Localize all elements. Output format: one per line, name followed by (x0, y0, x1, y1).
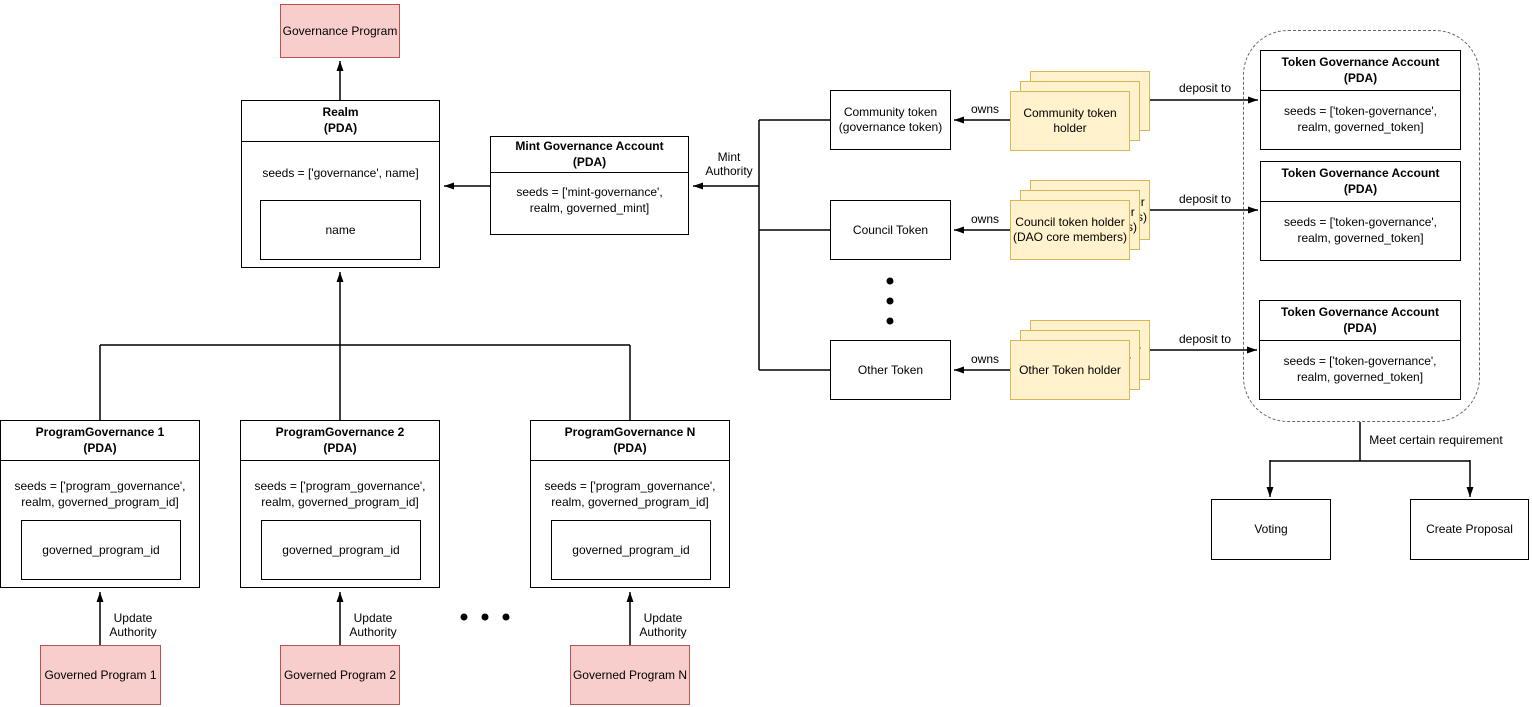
token-governance-seeds: seeds = ['token-governance', realm, gove… (1283, 354, 1437, 384)
ellipsis-dot (886, 317, 894, 325)
token-governance-title: Token Governance Account (PDA) (1261, 162, 1460, 202)
other-holder-stack: Other Token holder Other Token holder Ot… (1010, 320, 1151, 401)
governed-program-node-n: Governed Program N (570, 645, 690, 705)
owns-label-2: owns (970, 212, 999, 226)
meet-requirement-label: Meet certain requirement (1369, 433, 1503, 447)
governed-program-node-2: Governed Program 2 (280, 645, 400, 705)
program-governance-title: ProgramGovernance 2 (PDA) (241, 421, 439, 461)
governed-program-id-field: governed_program_id (551, 520, 711, 580)
program-governance-seeds: seeds = ['program_governance', realm, go… (544, 479, 716, 509)
program-governance-seeds: seeds = ['program_governance', realm, go… (254, 479, 426, 509)
ellipsis-dot (460, 613, 468, 621)
council-holder-stack: Council token holder (DAO core members) … (1010, 180, 1151, 261)
ellipsis-dot (502, 613, 510, 621)
program-governance-node-1: ProgramGovernance 1 (PDA) seeds = ['prog… (0, 420, 200, 588)
token-governance-group (1243, 30, 1480, 422)
token-governance-title: Token Governance Account (PDA) (1261, 51, 1460, 91)
program-governance-node-2: ProgramGovernance 2 (PDA) seeds = ['prog… (240, 420, 440, 588)
mint-governance-title: Mint Governance Account (PDA) (491, 137, 688, 173)
governance-program-node: Governance Program (280, 4, 400, 58)
update-authority-label-n: Update Authority (639, 611, 687, 640)
token-governance-title: Token Governance Account (PDA) (1260, 301, 1460, 341)
realm-seeds: seeds = ['governance', name] (262, 166, 419, 180)
council-token-node: Council Token (830, 200, 951, 260)
mint-governance-node: Mint Governance Account (PDA) seeds = ['… (490, 136, 689, 235)
deposit-to-label-1: deposit to (1178, 81, 1232, 95)
token-governance-seeds: seeds = ['token-governance', realm, gove… (1283, 104, 1437, 134)
update-authority-label-2: Update Authority (349, 611, 397, 640)
deposit-to-label-3: deposit to (1178, 332, 1232, 346)
voting-node: Voting (1211, 499, 1331, 560)
token-governance-seeds: seeds = ['token-governance', realm, gove… (1283, 215, 1437, 245)
community-holder-card-front: Community token holder (1010, 91, 1130, 151)
program-governance-title: ProgramGovernance N (PDA) (531, 421, 729, 461)
realm-title: Realm (PDA) (242, 101, 439, 142)
community-holder-stack: Community token holder Community token h… (1010, 71, 1151, 152)
ellipsis-dot (886, 297, 894, 305)
other-token-node: Other Token (830, 340, 951, 400)
mint-authority-label: Mint Authority (705, 150, 753, 179)
update-authority-label-1: Update Authority (109, 611, 157, 640)
program-governance-title: ProgramGovernance 1 (PDA) (1, 421, 199, 461)
token-governance-node-1: Token Governance Account (PDA) seeds = [… (1260, 50, 1461, 150)
program-governance-node-n: ProgramGovernance N (PDA) seeds = ['prog… (530, 420, 730, 588)
token-governance-node-2: Token Governance Account (PDA) seeds = [… (1260, 161, 1461, 261)
mint-governance-seeds: seeds = ['mint-governance', realm, gover… (516, 185, 663, 215)
program-governance-seeds: seeds = ['program_governance', realm, go… (14, 479, 186, 509)
community-token-node: Community token (governance token) (830, 90, 951, 150)
deposit-to-label-2: deposit to (1178, 192, 1232, 206)
governed-program-id-field: governed_program_id (261, 520, 421, 580)
ellipsis-dot (481, 613, 489, 621)
owns-label-1: owns (970, 102, 999, 116)
governed-program-id-field: governed_program_id (21, 520, 181, 580)
realm-name-field: name (260, 200, 421, 260)
owns-label-3: owns (970, 352, 999, 366)
create-proposal-node: Create Proposal (1410, 499, 1529, 560)
council-holder-card-front: Council token holder (DAO core members) (1010, 200, 1130, 260)
other-holder-card-front: Other Token holder (1010, 340, 1130, 400)
realm-node: Realm (PDA) seeds = ['governance', name]… (241, 100, 440, 268)
token-governance-node-3: Token Governance Account (PDA) seeds = [… (1259, 300, 1461, 400)
ellipsis-dot (886, 277, 894, 285)
governed-program-node-1: Governed Program 1 (40, 645, 161, 705)
